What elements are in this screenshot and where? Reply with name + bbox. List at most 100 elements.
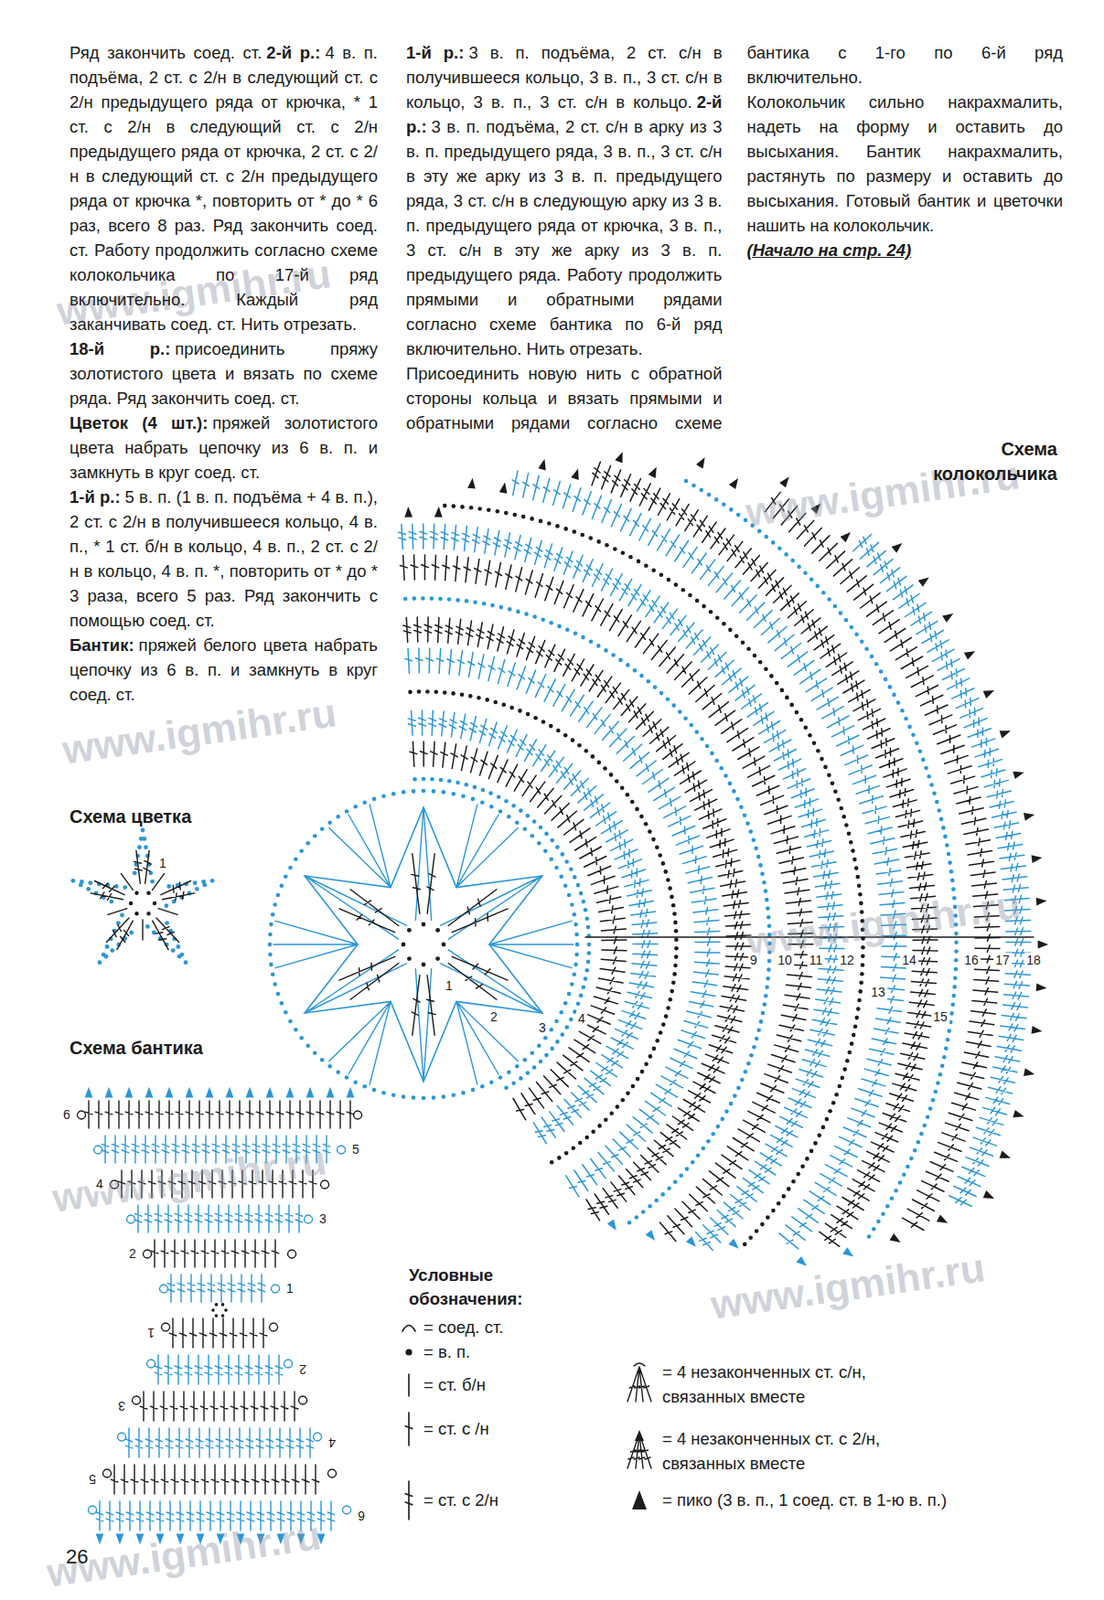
chain-dot bbox=[480, 1084, 485, 1090]
chain-dot bbox=[646, 679, 652, 685]
chain-dot bbox=[864, 647, 869, 653]
chain-dot bbox=[784, 696, 790, 701]
chain-dot bbox=[812, 740, 817, 746]
chain-dot bbox=[460, 793, 466, 799]
sc-symbol bbox=[407, 1374, 410, 1397]
chain-dot bbox=[421, 789, 427, 794]
chain-dot bbox=[821, 590, 826, 596]
chain-dot bbox=[673, 964, 678, 969]
chain-dot bbox=[630, 800, 635, 805]
picot bbox=[779, 477, 790, 489]
chain-dot bbox=[933, 1090, 939, 1095]
chain-dot bbox=[455, 781, 461, 786]
chain-dot bbox=[740, 640, 746, 645]
chain-dot bbox=[585, 968, 590, 974]
chain-dot bbox=[944, 843, 950, 848]
chain-dot bbox=[276, 893, 281, 899]
chain-dot bbox=[782, 1194, 787, 1200]
chain-dot bbox=[279, 883, 285, 889]
chain-dot bbox=[576, 883, 581, 889]
chain-dot bbox=[572, 529, 578, 535]
stitch-row bbox=[150, 1240, 279, 1268]
chain-dot bbox=[488, 791, 494, 796]
chain-dot bbox=[858, 901, 864, 907]
picot bbox=[918, 578, 930, 588]
row-number: 2 bbox=[488, 1009, 500, 1025]
chain-dot bbox=[860, 919, 866, 924]
watermark: www.igmihr.ru bbox=[49, 1137, 330, 1222]
chain-dot bbox=[745, 821, 751, 826]
chain-dot bbox=[514, 1064, 520, 1070]
chain-dot bbox=[560, 1032, 566, 1038]
chain-dot bbox=[614, 779, 620, 784]
chain-dot bbox=[498, 809, 504, 815]
chain-dot bbox=[732, 1093, 738, 1099]
chain-dot bbox=[518, 808, 524, 814]
picot bbox=[85, 1087, 94, 1099]
chain-dot bbox=[891, 693, 897, 698]
chain-dot bbox=[714, 497, 719, 503]
slip-stitch-symbol bbox=[402, 1326, 416, 1333]
stitch-row bbox=[96, 1501, 335, 1532]
chain-dot bbox=[742, 1243, 748, 1248]
cluster-top bbox=[634, 1430, 644, 1442]
chain-dot bbox=[669, 895, 675, 901]
legend-entry: = ст. б/н bbox=[423, 1372, 486, 1398]
chain-dot bbox=[837, 1084, 843, 1090]
chain-dot bbox=[293, 857, 299, 862]
picot bbox=[1031, 1026, 1043, 1035]
chain-dot bbox=[709, 751, 715, 757]
picot bbox=[570, 469, 579, 481]
chain-dot bbox=[403, 597, 408, 602]
chain-dot bbox=[583, 976, 589, 982]
picot bbox=[266, 1087, 275, 1099]
chain-dot bbox=[714, 759, 719, 764]
chain-dot bbox=[604, 543, 610, 548]
chain-dot bbox=[695, 599, 700, 604]
picot bbox=[1023, 813, 1035, 822]
chain-dot bbox=[538, 519, 544, 525]
row-number: 1 bbox=[284, 1281, 296, 1297]
chain-dot bbox=[514, 820, 520, 826]
curl bbox=[342, 1506, 352, 1515]
chain-dot bbox=[691, 483, 697, 489]
chain-dot bbox=[857, 989, 863, 995]
chain-dot bbox=[411, 789, 417, 794]
chain-dot bbox=[731, 789, 737, 794]
chain-dot bbox=[849, 625, 855, 631]
chain-dot bbox=[928, 1106, 933, 1112]
chain-dot bbox=[563, 733, 569, 739]
row-number: 1 bbox=[443, 978, 455, 994]
chain-dot bbox=[947, 860, 953, 866]
chain-dot bbox=[425, 689, 430, 695]
chain-dot bbox=[859, 640, 865, 645]
chain-dot bbox=[823, 765, 828, 771]
chain-dot bbox=[558, 1010, 564, 1016]
bell-chart bbox=[398, 451, 1050, 1266]
chain-dot bbox=[922, 1124, 928, 1129]
curl bbox=[321, 1180, 330, 1190]
stitch-row bbox=[101, 1136, 331, 1164]
chain-dot bbox=[749, 829, 754, 835]
chain-dot bbox=[641, 1210, 646, 1215]
chain-dot bbox=[859, 910, 865, 915]
chain-dot bbox=[515, 610, 521, 615]
chain-dot bbox=[293, 1028, 299, 1033]
chain-dot bbox=[210, 878, 215, 884]
chain-dot bbox=[536, 1044, 542, 1050]
chain-dot bbox=[476, 696, 482, 701]
chain-dot bbox=[914, 740, 920, 746]
chain-dot bbox=[578, 1141, 583, 1147]
chain-dot bbox=[833, 604, 838, 610]
picot bbox=[346, 1087, 355, 1099]
chain-dot bbox=[563, 1001, 569, 1007]
chain-dot bbox=[707, 493, 712, 498]
body-text: Колокольчик сильно накрахмалить, надеть … bbox=[747, 92, 1064, 236]
picot bbox=[216, 1534, 226, 1546]
chain-dot bbox=[568, 1018, 574, 1023]
chain-dot bbox=[549, 1047, 555, 1052]
chain-dot bbox=[451, 503, 457, 509]
chain-dot bbox=[555, 524, 560, 529]
row-number: 2 bbox=[127, 1246, 139, 1262]
body-text: (Начало на стр. 24) bbox=[747, 240, 912, 260]
